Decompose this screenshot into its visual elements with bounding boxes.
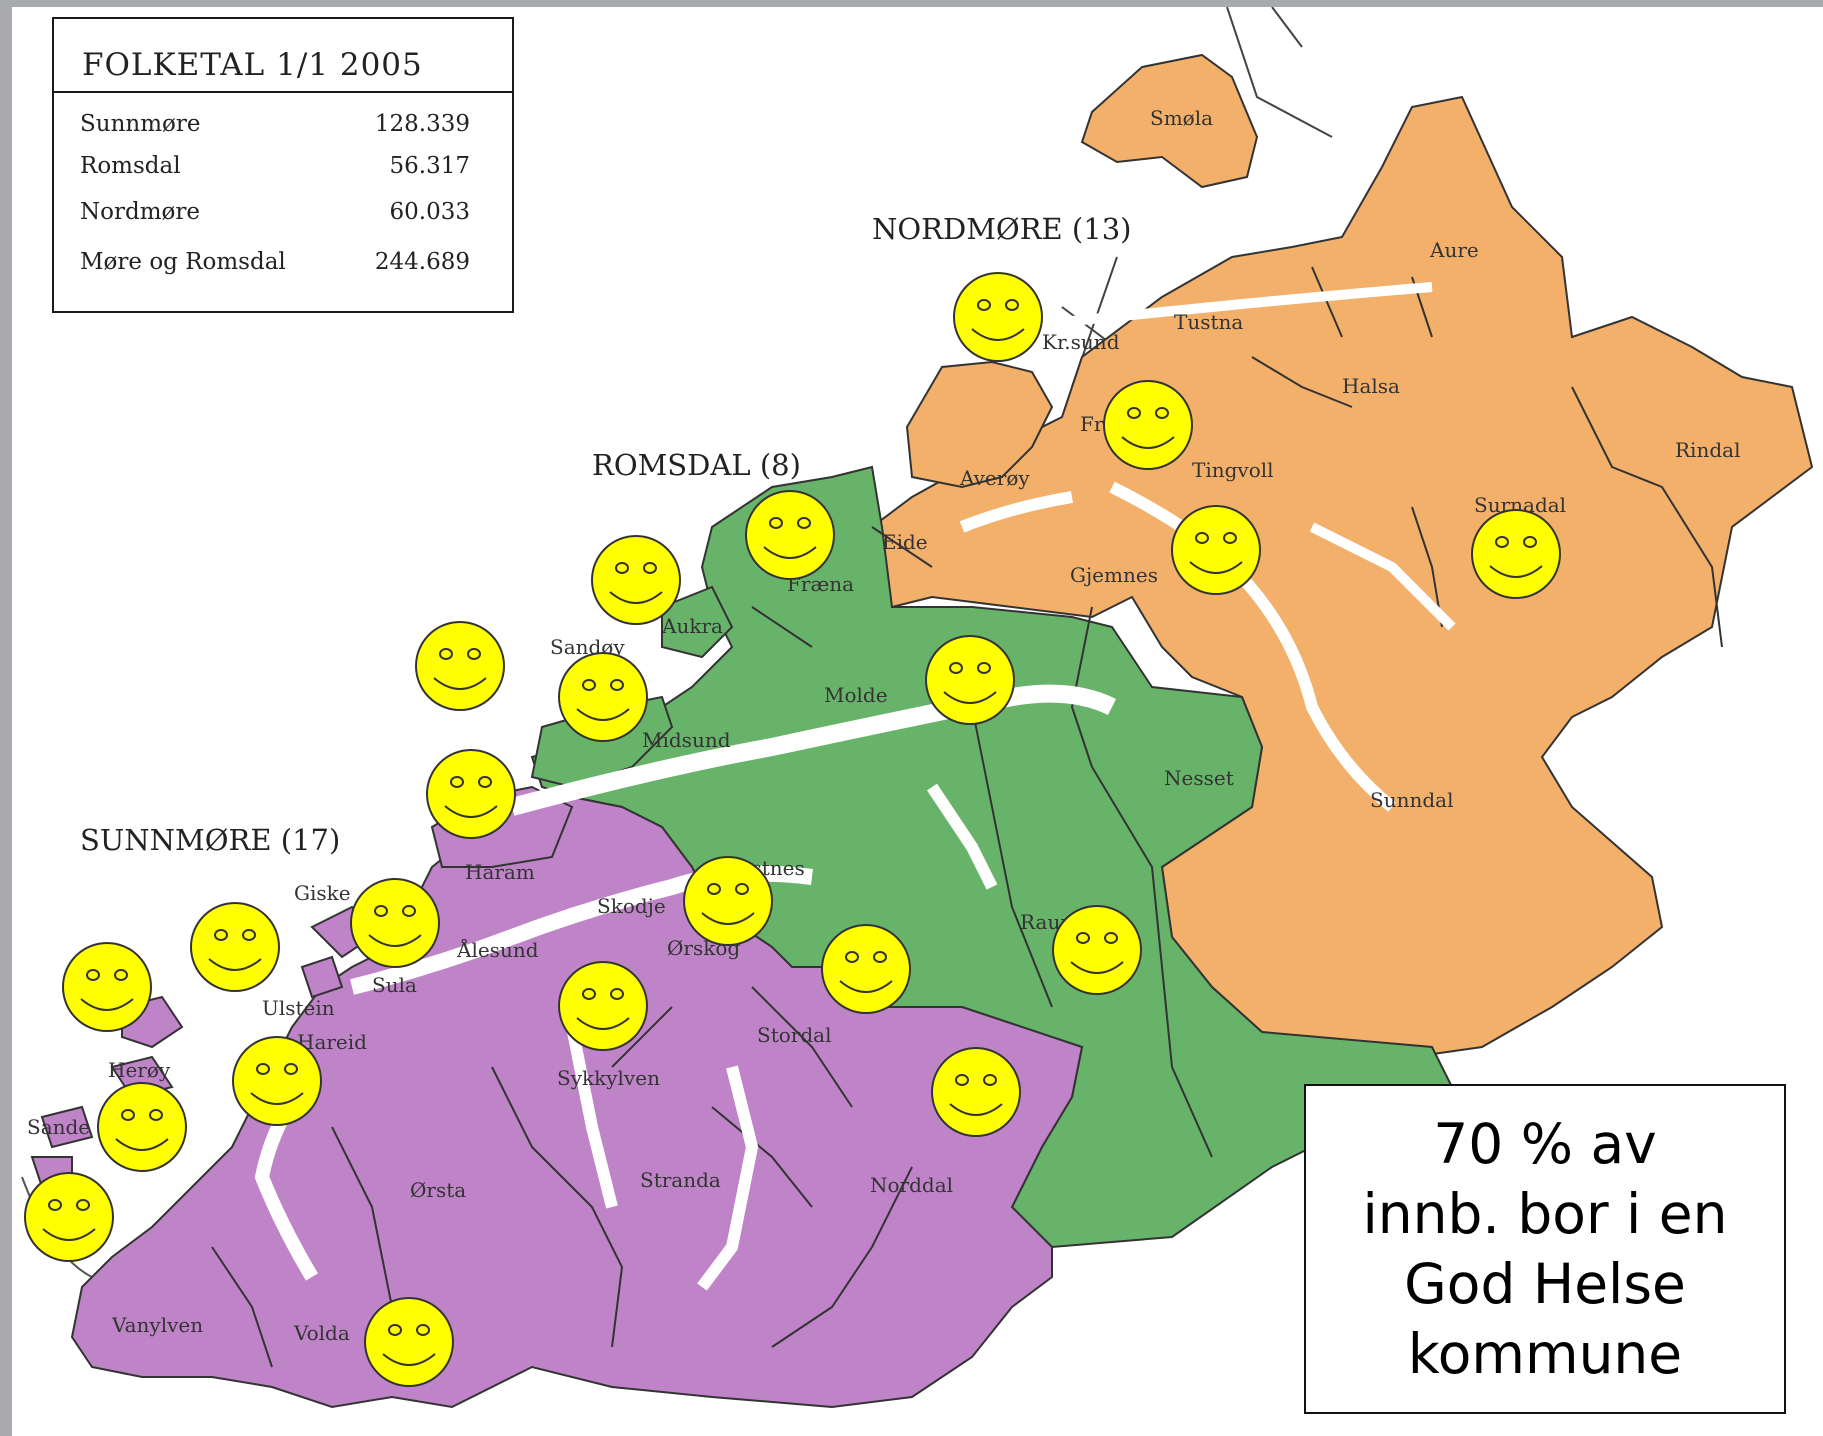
callout-line: God Helse <box>1404 1252 1686 1316</box>
municipality-label: Gjemnes <box>1070 563 1158 587</box>
region-label-sunnmore: SUNNMØRE (17) <box>80 823 340 857</box>
legend-row-value: 128.339 <box>374 111 470 137</box>
municipality-label: Stranda <box>640 1168 721 1192</box>
municipality-label: Molde <box>824 683 888 707</box>
municipality-label: Sunndal <box>1370 788 1453 812</box>
nordmore-area <box>870 95 1814 1059</box>
municipality-label: Kr.sund <box>1042 330 1120 354</box>
municipality-label: Ørsta <box>410 1178 466 1202</box>
municipality-label: Sula <box>372 973 417 997</box>
municipality-label: Haram <box>465 860 535 884</box>
smiley-icon <box>415 621 505 711</box>
smiley-markers <box>24 272 1561 1387</box>
municipality-label: Vanylven <box>111 1313 203 1337</box>
smola-island <box>1080 53 1259 189</box>
legend-title: FOLKETAL 1/1 2005 <box>82 47 423 83</box>
municipality-label: Tingvoll <box>1192 458 1274 482</box>
smiley-icon <box>821 924 911 1014</box>
municipality-label: Eide <box>882 530 928 554</box>
smiley-icon <box>925 635 1015 725</box>
smiley-icon <box>745 490 835 580</box>
municipality-label: Midsund <box>642 728 731 752</box>
legend-row: Romsdal 56.317 <box>80 153 470 187</box>
smiley-icon <box>190 902 280 992</box>
smiley-icon <box>62 942 152 1032</box>
municipality-label: Sykkylven <box>557 1066 660 1090</box>
region-label-nordmore: NORDMØRE (13) <box>872 212 1131 246</box>
legend-row: Sunnmøre 128.339 <box>80 111 470 145</box>
smiley-icon <box>558 961 648 1051</box>
legend-row-value: 244.689 <box>374 249 470 275</box>
municipality-label: Tustna <box>1174 310 1243 334</box>
municipality-label: Ålesund <box>456 937 539 962</box>
legend-row: Møre og Romsdal 244.689 <box>80 249 470 283</box>
callout-box: 70 % av innb. bor i en God Helse kommune <box>1304 1084 1786 1414</box>
legend-row-name: Møre og Romsdal <box>80 249 286 275</box>
callout-line: innb. bor i en <box>1362 1182 1728 1246</box>
smiley-icon <box>1103 380 1193 470</box>
legend-row-value: 56.317 <box>389 153 470 179</box>
legend-row-name: Nordmøre <box>80 199 200 225</box>
smiley-icon <box>232 1036 322 1126</box>
county-map: NORDMØRE (13) ROMSDAL (8) SUNNMØRE (17) … <box>21 7 1814 1409</box>
municipality-label: Norddal <box>870 1173 953 1197</box>
region-label-romsdal: ROMSDAL (8) <box>592 448 801 482</box>
smiley-icon <box>1171 505 1261 595</box>
smiley-icon <box>558 652 648 742</box>
population-legend: FOLKETAL 1/1 2005 Sunnmøre 128.339 Romsd… <box>52 17 514 313</box>
smiley-icon <box>1471 509 1561 599</box>
smiley-icon <box>24 1172 114 1262</box>
smiley-icon <box>426 749 516 839</box>
smiley-icon <box>97 1082 187 1172</box>
legend-divider <box>54 91 512 93</box>
smiley-icon <box>1052 905 1142 995</box>
municipality-label: Volda <box>293 1321 350 1345</box>
municipality-label: Averøy <box>959 466 1030 490</box>
smiley-icon <box>364 1297 454 1387</box>
map-page: NORDMØRE (13) ROMSDAL (8) SUNNMØRE (17) … <box>12 7 1823 1436</box>
municipality-label: Aure <box>1429 238 1479 262</box>
hero-islands <box>30 995 184 1189</box>
legend-row-value: 60.033 <box>389 199 470 225</box>
municipality-label: Aukra <box>661 614 723 638</box>
aukra-island <box>661 585 734 659</box>
municipality-label: Rindal <box>1675 438 1740 462</box>
callout-line: kommune <box>1407 1322 1683 1386</box>
municipality-label: Skodje <box>597 894 666 918</box>
legend-row-name: Sunnmøre <box>80 111 201 137</box>
smiley-icon <box>953 272 1043 362</box>
smiley-icon <box>931 1047 1021 1137</box>
municipality-label: Nesset <box>1164 766 1234 790</box>
municipality-label: Giske <box>294 881 351 905</box>
municipality-label: Ulstein <box>262 996 335 1020</box>
smiley-icon <box>591 535 681 625</box>
smiley-icon <box>350 878 440 968</box>
smiley-icon <box>683 856 773 946</box>
municipality-label: Sande <box>27 1115 90 1139</box>
legend-row-name: Romsdal <box>80 153 181 179</box>
region-nordmore <box>870 53 1814 1059</box>
municipality-label: Halsa <box>1342 374 1400 398</box>
legend-row: Nordmøre 60.033 <box>80 199 470 233</box>
callout-line: 70 % av <box>1433 1112 1657 1176</box>
municipality-label: Herøy <box>108 1058 171 1082</box>
municipality-label: Stordal <box>757 1023 831 1047</box>
averoy-island <box>905 360 1054 489</box>
municipality-label: Smøla <box>1150 106 1213 130</box>
